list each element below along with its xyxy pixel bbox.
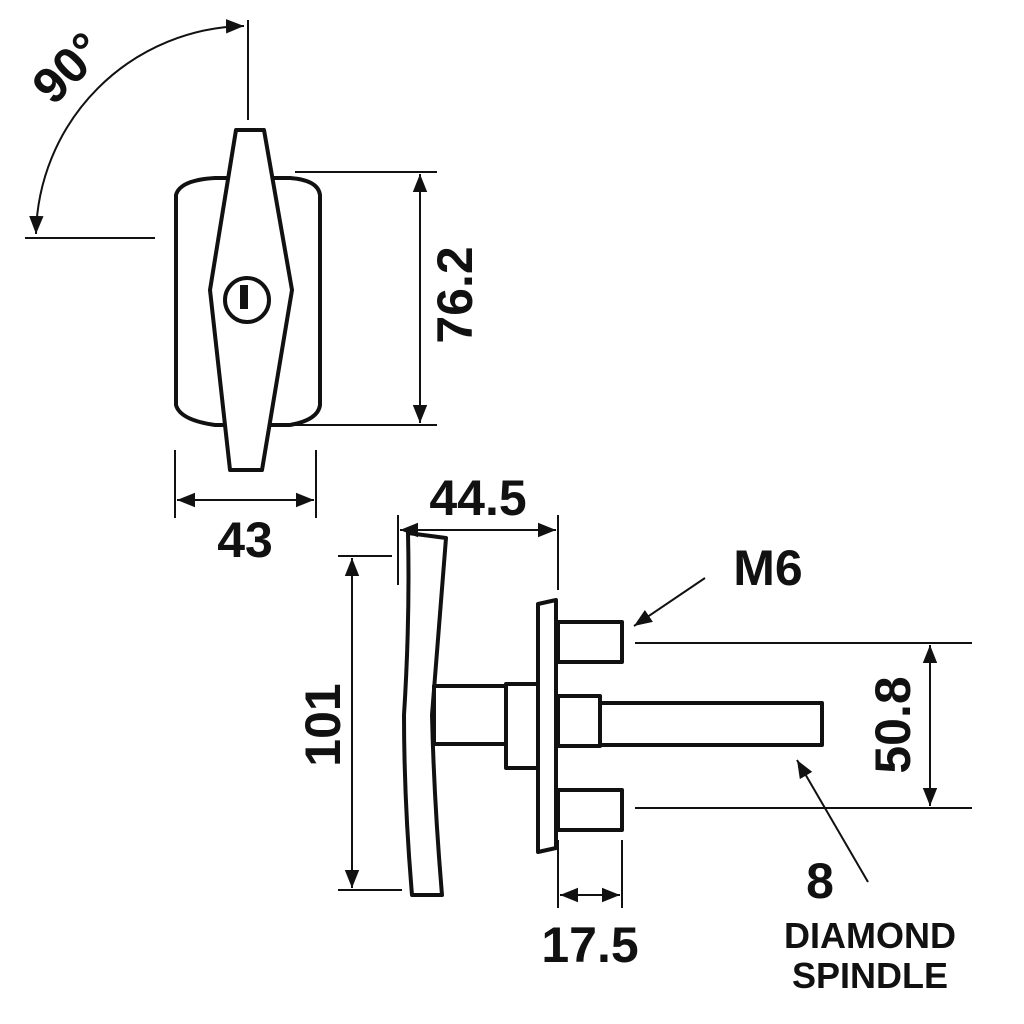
dimension-17-5: 17.5: [541, 840, 639, 973]
thread-callout: M6: [633, 540, 803, 627]
stud-spacing-label: 50.8: [865, 676, 921, 773]
center-boss: [556, 694, 602, 748]
diamond-spindle: [598, 701, 824, 747]
width-label: 43: [217, 512, 273, 568]
shaft: [432, 684, 510, 746]
height-label: 76.2: [427, 246, 483, 343]
dimension-43: 43: [174, 450, 317, 568]
handle-side-view: [402, 531, 448, 897]
spindle-type-line2: SPINDLE: [792, 955, 948, 996]
dimension-101: 101: [295, 555, 402, 891]
handle-offset-label: 44.5: [429, 470, 526, 526]
angle-label: 90°: [21, 21, 114, 114]
dimension-50-8: 50.8: [635, 642, 972, 809]
spindle-size-label: 8: [806, 853, 834, 909]
thread-label: M6: [733, 540, 802, 596]
nut: [504, 682, 540, 770]
top-view: [174, 128, 322, 472]
mounting-plate: [536, 598, 558, 854]
stud-bottom: [556, 788, 624, 832]
dimension-44-5: 44.5: [397, 470, 559, 590]
handle-length-label: 101: [295, 683, 351, 766]
spindle-callout: 8 DIAMOND SPINDLE: [784, 759, 956, 996]
spindle-type-line1: DIAMOND: [784, 915, 956, 956]
stud-length-label: 17.5: [541, 917, 638, 973]
stud-top: [556, 620, 624, 664]
side-view: [402, 531, 824, 897]
dimension-76-2: 76.2: [295, 171, 483, 426]
